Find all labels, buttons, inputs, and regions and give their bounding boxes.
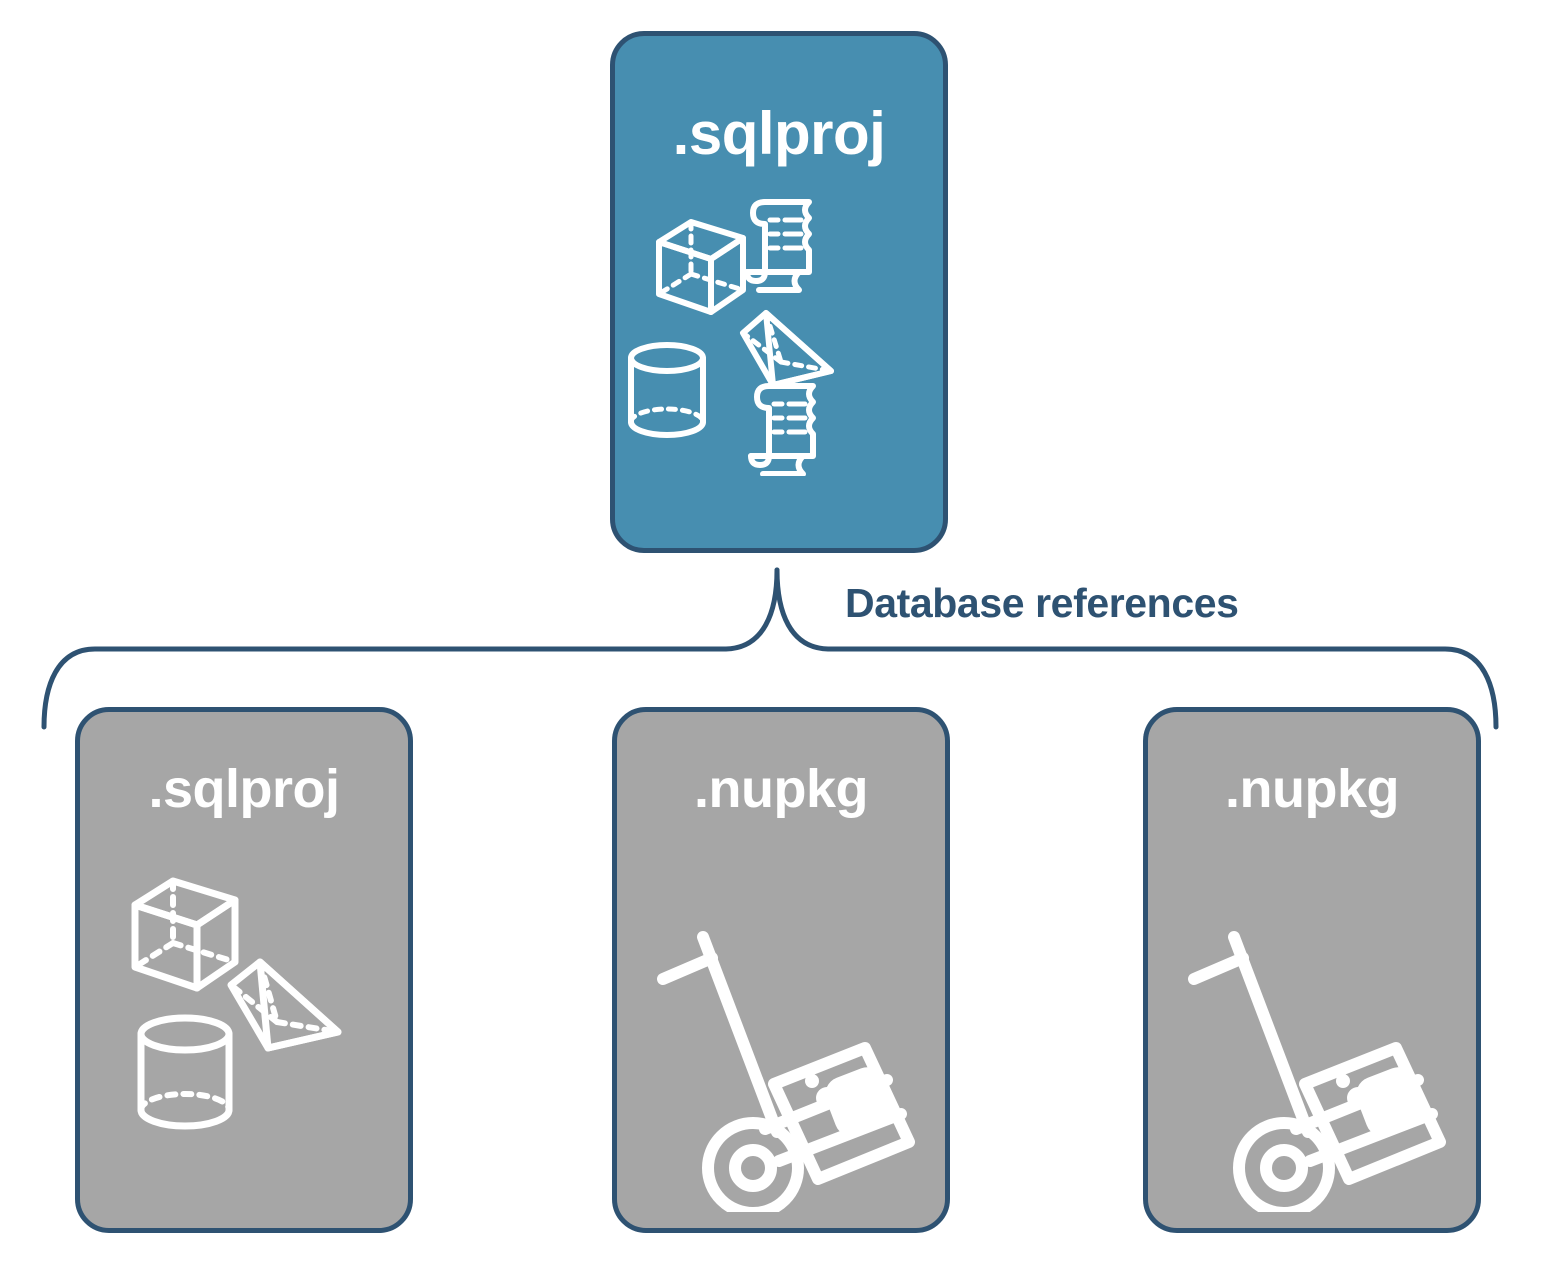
scroll-script-icon-bottom <box>748 383 816 477</box>
node-ref-1-artwork <box>617 852 945 1219</box>
cylinder-wireframe-icon <box>137 1014 233 1130</box>
pyramid-wireframe-icon <box>227 958 342 1052</box>
pyramid-wireframe-icon <box>740 310 834 388</box>
hand-truck-package-icon <box>1188 931 1446 1219</box>
edge-label-database-references: Database references <box>845 580 1239 626</box>
node-root-label: .sqlproj <box>672 100 886 167</box>
node-reference-nupkg-2[interactable]: .nupkg <box>1143 707 1481 1233</box>
hand-truck-package-icon <box>657 931 915 1219</box>
node-ref-0-label: .sqlproj <box>148 759 340 819</box>
node-reference-sqlproj[interactable]: .sqlproj <box>75 707 413 1233</box>
node-ref-0-artwork <box>80 852 408 1212</box>
cylinder-wireframe-icon <box>628 342 706 438</box>
cube-wireframe-icon <box>656 219 746 315</box>
node-sqlproj-root[interactable]: .sqlproj <box>610 31 948 553</box>
cube-wireframe-icon <box>131 877 239 992</box>
node-ref-1-label: .nupkg <box>694 759 868 819</box>
node-root-artwork <box>615 186 943 477</box>
node-reference-nupkg-1[interactable]: .nupkg <box>612 707 950 1233</box>
node-ref-2-label: .nupkg <box>1225 759 1399 819</box>
scroll-script-icon-top <box>744 199 812 293</box>
node-ref-2-artwork <box>1148 852 1476 1219</box>
